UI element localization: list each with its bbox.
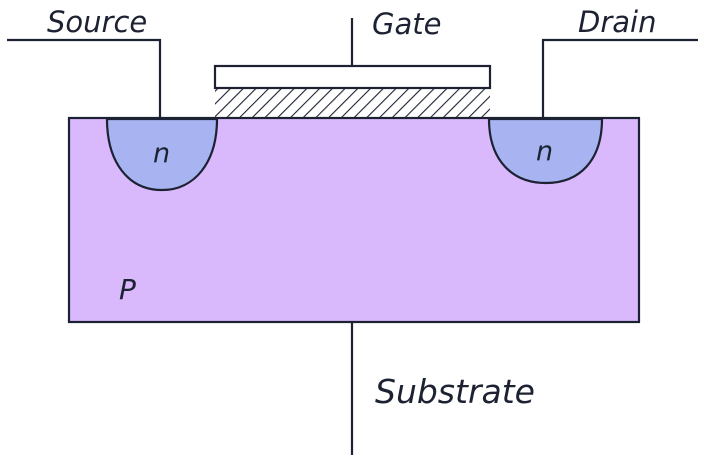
n-region-drain bbox=[487, 117, 604, 185]
gate-label: Gate bbox=[372, 7, 441, 41]
oxide-layer bbox=[215, 88, 490, 118]
source-wire bbox=[7, 38, 162, 119]
n-region-drain-label: n bbox=[536, 136, 553, 167]
drain-label: Drain bbox=[578, 5, 656, 39]
n-region-source bbox=[105, 117, 219, 192]
source-label: Source bbox=[47, 5, 147, 39]
gate-electrode bbox=[213, 64, 492, 90]
drain-wire bbox=[541, 38, 698, 119]
p-region-label: P bbox=[119, 273, 136, 306]
substrate-label: Substrate bbox=[375, 372, 535, 411]
n-region-source-label: n bbox=[153, 138, 170, 169]
